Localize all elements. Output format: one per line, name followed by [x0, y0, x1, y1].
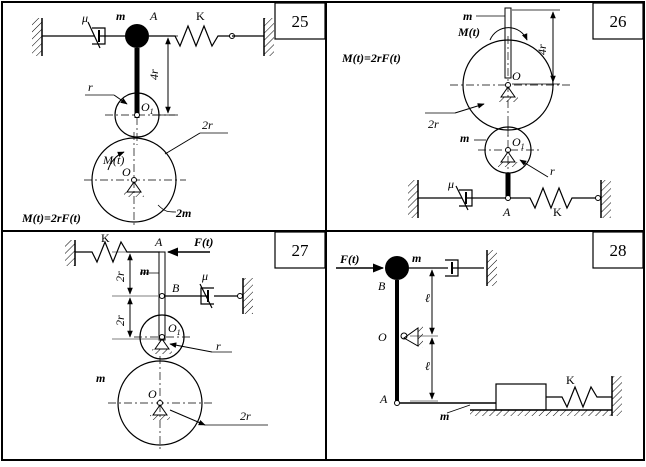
left-wall	[32, 18, 43, 56]
dim-l-upper-label: ℓ	[425, 291, 430, 305]
force-label: F(t)	[193, 235, 213, 249]
right-wall	[242, 278, 253, 314]
panel-27: 27 K A F(t) m 2r 2r B μ	[65, 231, 326, 452]
dim-2r-lower-label: 2r	[113, 315, 127, 326]
formula: M(t)=2rF(t)	[341, 51, 401, 65]
damper	[418, 185, 508, 211]
spring	[546, 385, 612, 409]
panel-number-box	[592, 231, 644, 269]
big-radius-label: 2r	[240, 409, 251, 423]
panel-number: 25	[292, 12, 309, 31]
point-b-label: B	[172, 281, 180, 295]
dim-4r-label: 4r	[535, 44, 549, 55]
rod-mass-label: m	[140, 264, 149, 278]
force-label: F(t)	[339, 252, 359, 266]
small-radius-label: r	[216, 339, 221, 353]
point-b-label: B	[378, 279, 386, 293]
damper	[165, 283, 240, 309]
left-wall	[65, 240, 76, 266]
small-wheel-mass-label: m	[460, 131, 469, 145]
point-a-label: A	[154, 235, 163, 249]
small-radius-label: r	[550, 164, 555, 178]
o-label: O	[512, 69, 521, 83]
left-wall	[408, 180, 419, 218]
o-label: O	[122, 165, 131, 179]
point-a-label: A	[149, 9, 158, 23]
panel-number: 28	[610, 241, 627, 260]
panel-28: 28 F(t) m B O ℓ ℓ A	[336, 231, 644, 423]
mass-m	[125, 24, 149, 48]
mu-label: μ	[81, 11, 88, 25]
right-wall	[600, 180, 611, 218]
o1-label: O1	[141, 100, 154, 116]
rod-mass-label: m	[463, 9, 472, 23]
big-radius-label: 2r	[202, 118, 213, 132]
spring-label: K	[196, 9, 205, 23]
arm-mass-label: m	[440, 409, 449, 423]
dim-l-lower-label: ℓ	[425, 359, 430, 373]
panel-number-box	[274, 231, 326, 269]
moment-arrow	[489, 27, 528, 41]
right-wall-bottom	[611, 376, 622, 416]
big-radius-label: 2r	[428, 117, 439, 131]
panel-number-box	[274, 2, 326, 40]
panel-number-box	[592, 2, 644, 40]
panel-26: 26 m M(t) 4r M(t)=2rF(t) O 2r O1 m	[341, 2, 644, 219]
spring-label: K	[553, 205, 562, 219]
o1-label: O1	[512, 135, 525, 151]
small-radius-label: r	[88, 80, 93, 94]
right-wall	[486, 250, 497, 286]
dim-2r-upper-label: 2r	[113, 271, 127, 282]
moment-label: M(t)	[457, 25, 480, 39]
spring-label: K	[101, 231, 110, 245]
damper	[42, 21, 128, 49]
panel-25: 25 μ m A K 4r	[21, 2, 326, 226]
spring	[149, 24, 232, 48]
mass-2m-label: 2m	[175, 206, 191, 220]
moment-arrow	[107, 151, 125, 171]
spring	[75, 240, 160, 264]
moment-label: M(t)	[102, 153, 124, 167]
formula: M(t)=2rF(t)	[21, 211, 81, 225]
sliding-block	[495, 383, 547, 411]
panel-number: 26	[610, 12, 627, 31]
mass-label: m	[412, 251, 421, 265]
mass-label: m	[116, 9, 125, 23]
panel-number: 27	[292, 241, 310, 260]
mu-label: μ	[447, 177, 454, 191]
mass-m	[385, 256, 409, 280]
right-wall	[263, 18, 274, 56]
point-a-label: A	[379, 392, 388, 406]
mu-label: μ	[201, 269, 208, 283]
spring-label: K	[566, 373, 575, 387]
point-a-label: A	[502, 205, 511, 219]
pivot-o-label: O	[378, 330, 387, 344]
o-label: O	[148, 387, 157, 401]
dim-4r-label: 4r	[147, 69, 161, 80]
spring	[510, 186, 598, 210]
big-wheel-mass-label: m	[96, 371, 105, 385]
